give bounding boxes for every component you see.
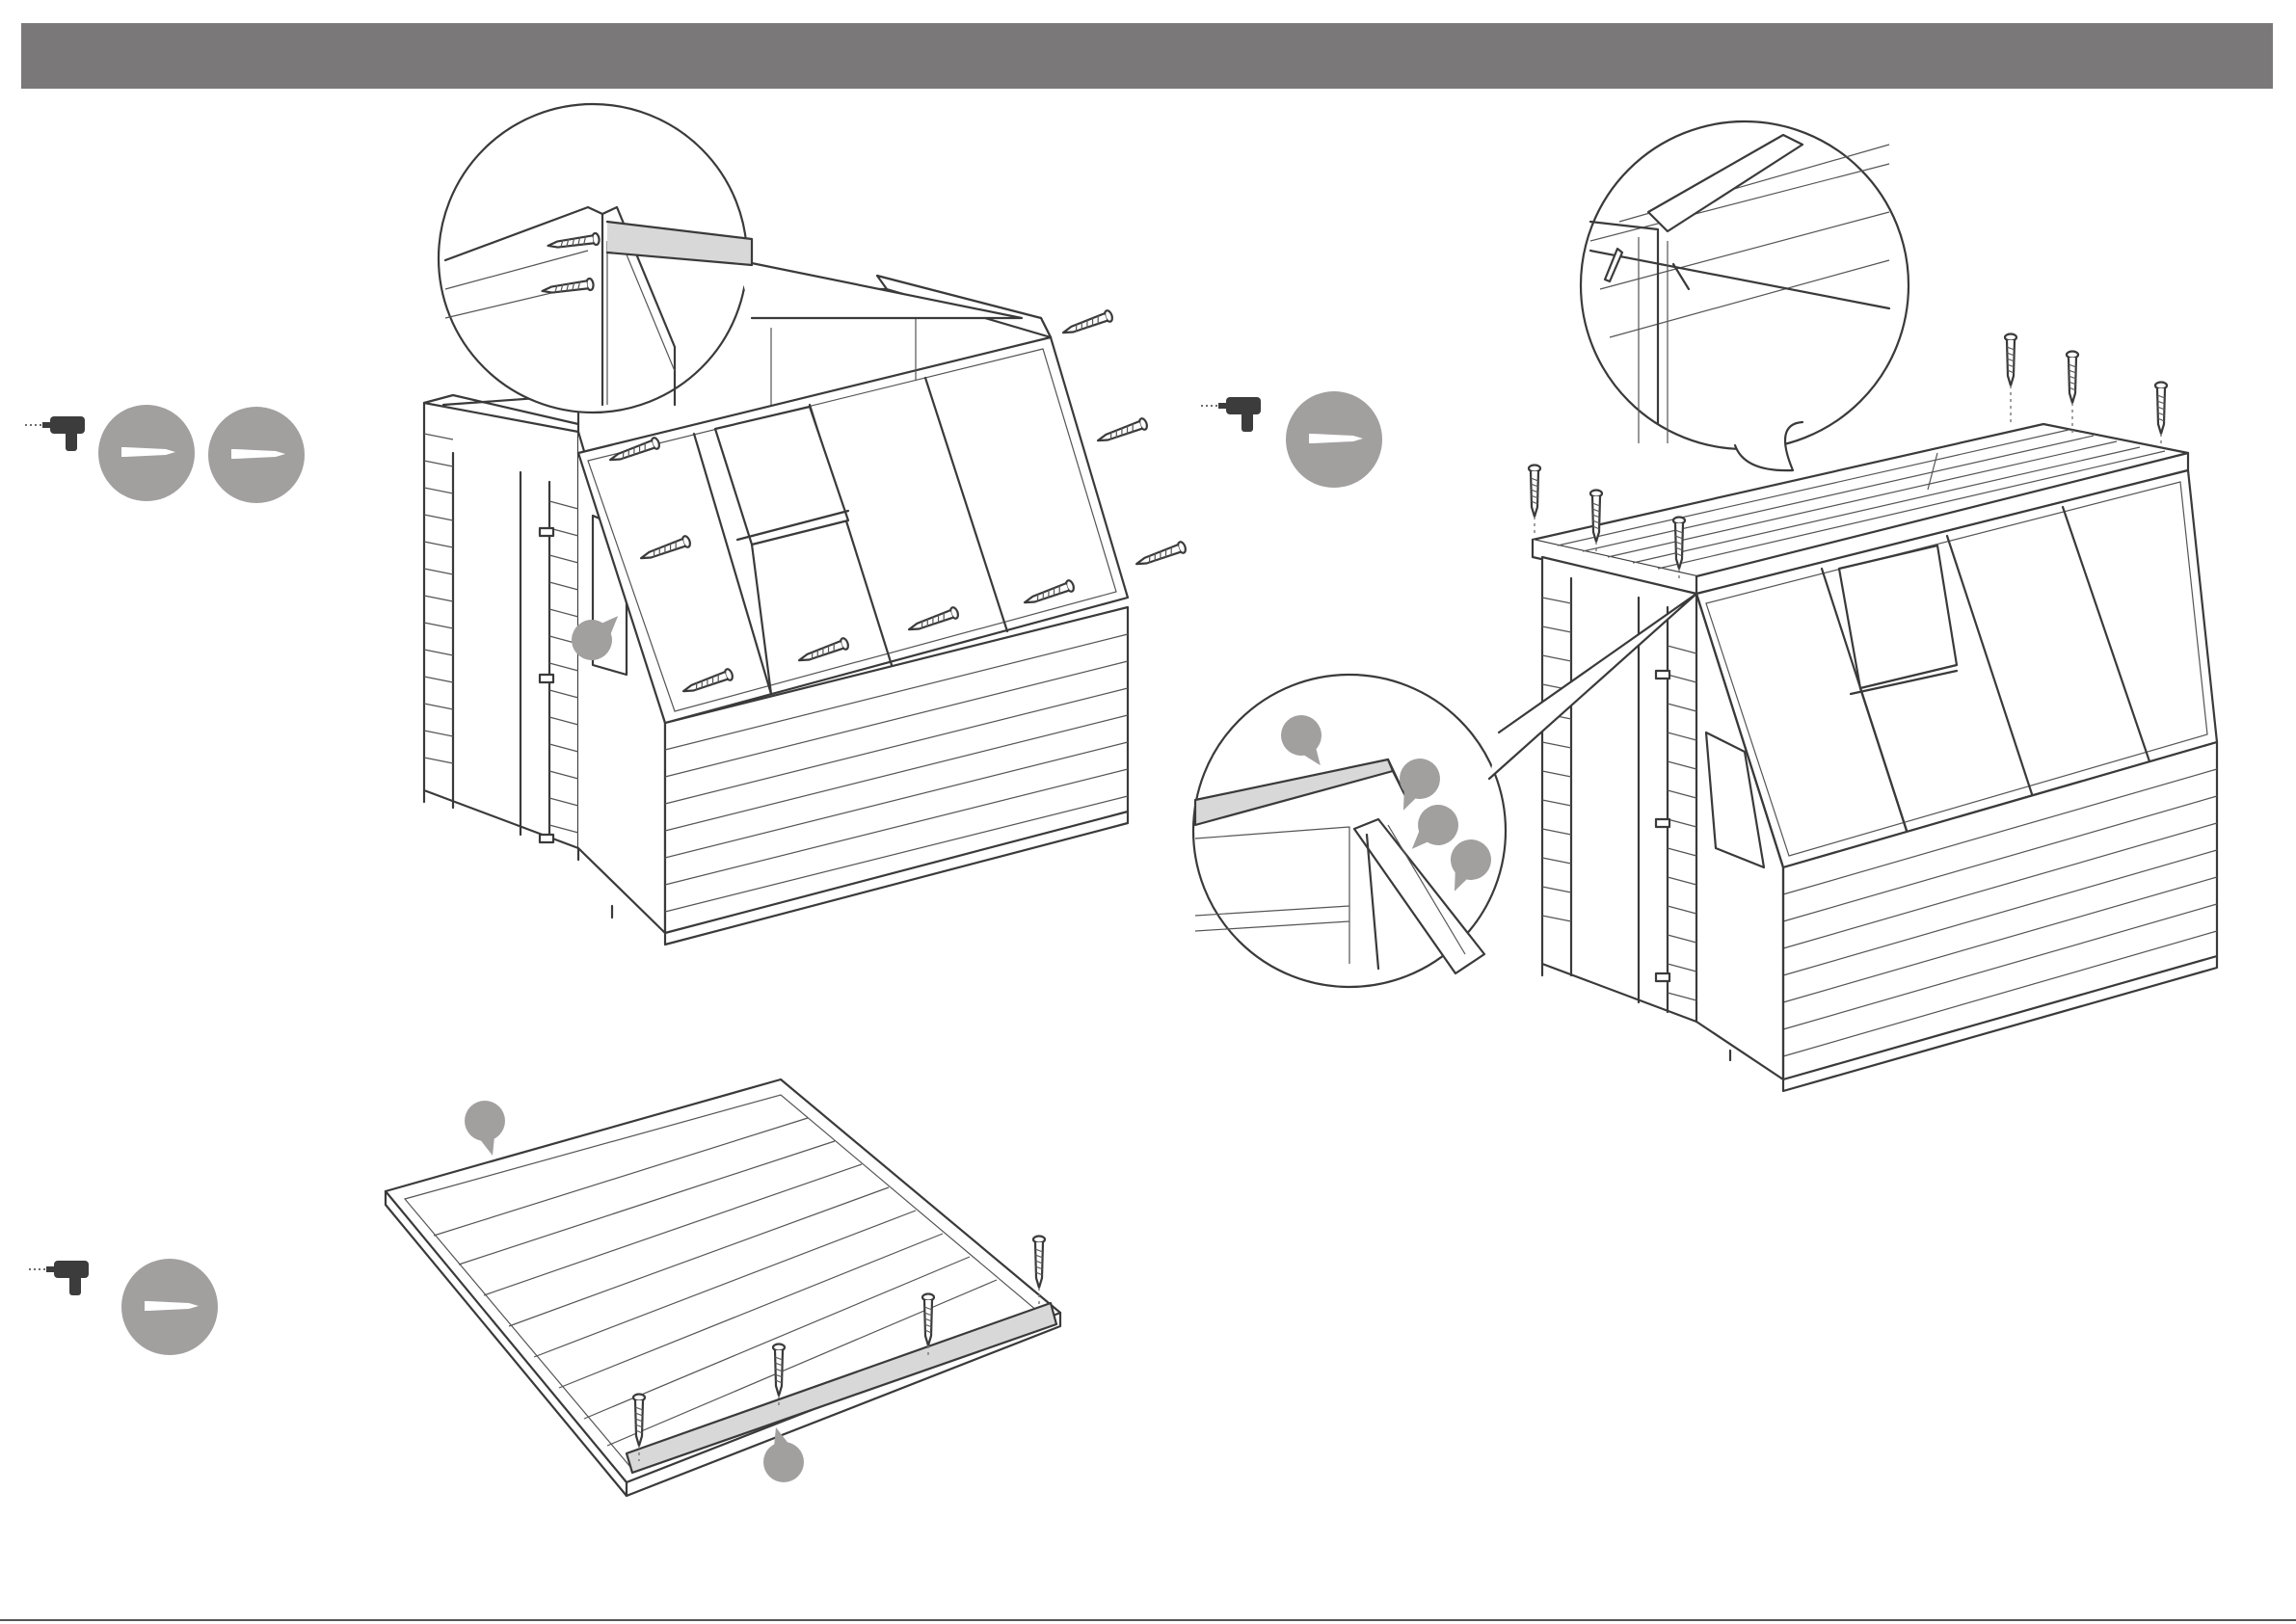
step-3-tools [29, 1259, 218, 1355]
shed-left-illustration [424, 104, 1187, 945]
drill-icon [1201, 397, 1261, 432]
drill-icon [29, 1261, 89, 1295]
step-1-tools [25, 405, 305, 503]
page-bottom-rule [0, 1619, 2296, 1621]
screw-badge-icon [98, 405, 195, 501]
floor-illustration [386, 1079, 1060, 1496]
drill-icon [25, 416, 85, 451]
screw-badge-icon [1286, 391, 1382, 488]
step-2-tools [1201, 391, 1382, 488]
shed-right-illustration [1193, 121, 2217, 1091]
screw-badge-icon [121, 1259, 218, 1355]
screw-badge-icon [208, 407, 305, 503]
